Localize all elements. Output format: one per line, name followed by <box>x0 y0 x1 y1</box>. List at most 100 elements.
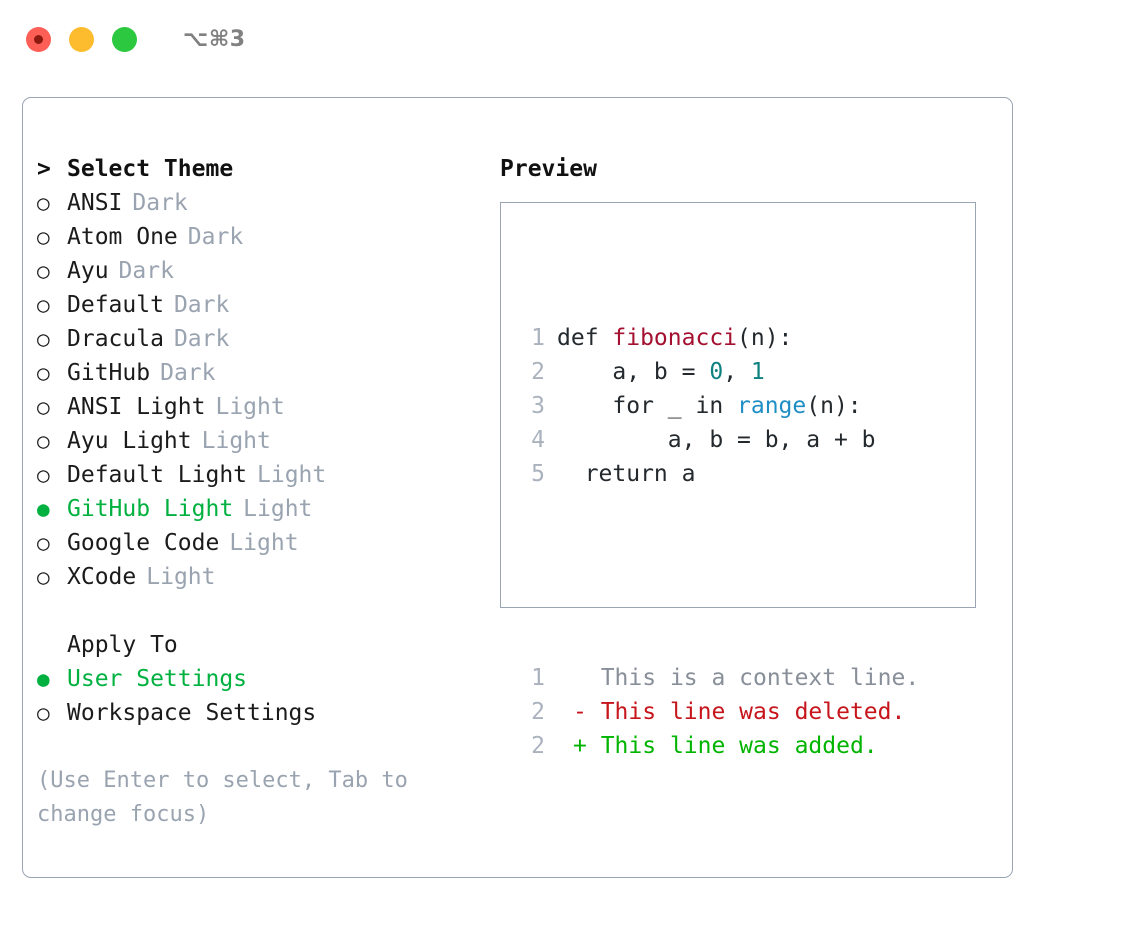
code-token-plain: , <box>723 359 751 385</box>
theme-list-item[interactable]: ○ ANSI Dark <box>37 186 487 220</box>
apply-to-option[interactable]: ○Workspace Settings <box>37 696 487 730</box>
radio-unselected-icon: ○ <box>37 701 50 725</box>
theme-list-item[interactable]: ○ ANSI Light Light <box>37 390 487 424</box>
theme-item-label: ANSI <box>67 190 123 216</box>
radio-unselected-icon: ○ <box>37 395 50 419</box>
radio-unselected-icon: ○ <box>37 361 50 385</box>
theme-item-label: GitHub <box>67 360 151 386</box>
code-line: 3 for _ in range(n): <box>519 389 919 423</box>
apply-to-group: Apply To ●User Settings○Workspace Settin… <box>37 628 487 730</box>
theme-item-category: Dark <box>132 190 188 216</box>
radio-selected-icon: ● <box>37 667 50 691</box>
theme-list-item[interactable]: ○ GitHub Dark <box>37 356 487 390</box>
code-token-plain: a, b = b, a + b <box>557 427 876 453</box>
theme-list-item[interactable]: ○ XCode Light <box>37 560 487 594</box>
theme-item-label: XCode <box>67 564 137 590</box>
radio-unselected-icon: ○ <box>37 327 50 351</box>
diff-lines: 1 This is a context line. 2 - This line wa… <box>519 661 919 763</box>
minimize-button[interactable] <box>69 26 94 52</box>
theme-list-item[interactable]: ○ Ayu Light Light <box>37 424 487 458</box>
keyboard-shortcut-label: ⌥⌘3 <box>183 26 246 52</box>
radio-selected-icon: ● <box>37 497 50 521</box>
radio-unselected-icon: ○ <box>37 191 50 215</box>
theme-item-category: Dark <box>118 258 174 284</box>
theme-item-category: Dark <box>173 326 230 352</box>
code-line-text: for _ in range(n): <box>557 389 862 423</box>
theme-item-category: Light <box>257 462 327 488</box>
theme-item-category: Light <box>201 428 271 454</box>
theme-list-item[interactable]: ○ Ayu Dark <box>37 254 487 288</box>
code-token-plain: a, b = <box>557 359 710 385</box>
theme-item-label: Google Code <box>67 530 220 556</box>
maximize-button[interactable] <box>112 26 137 52</box>
apply-to-option[interactable]: ● User Settings <box>37 662 487 696</box>
preview-title: Preview <box>500 156 597 182</box>
theme-item-label: ANSI Light <box>67 394 206 420</box>
diff-line: 2 - This line was deleted. <box>519 695 919 729</box>
diff-marker: + <box>573 733 587 759</box>
theme-item-category: Dark <box>173 292 230 318</box>
theme-item-label: Default Light <box>67 462 248 488</box>
code-line-text: return a <box>557 457 696 491</box>
code-line-text: def fibonacci(n): <box>557 321 792 355</box>
radio-unselected-icon: ○ <box>37 293 50 317</box>
theme-list-header: > Select Theme <box>37 152 487 186</box>
theme-item-category: Light <box>229 530 299 556</box>
close-icon <box>34 34 43 44</box>
code-line-number: 4 <box>531 427 545 453</box>
theme-list-item[interactable]: ○ Google Code Light <box>37 526 487 560</box>
theme-item-category: Dark <box>160 360 216 386</box>
code-token-builtin: range <box>737 393 807 419</box>
code-token-num: 1 <box>750 359 765 385</box>
close-button[interactable] <box>26 26 51 52</box>
theme-item-category: Light <box>243 496 313 522</box>
code-token-plain: (n): <box>806 393 862 419</box>
diff-line-number: 2 <box>531 699 545 725</box>
theme-item-label: Dracula <box>67 326 164 352</box>
theme-list-item[interactable]: ○ Default Dark <box>37 288 487 322</box>
radio-unselected-icon: ○ <box>37 225 50 249</box>
diff-line-number: 1 <box>531 665 545 691</box>
diff-line: 2+ This line was added. <box>519 729 919 763</box>
theme-list-header-label: Select Theme <box>67 156 234 182</box>
code-token-plain: for _ in <box>557 393 738 419</box>
diff-line-text: This line was deleted. <box>586 699 906 725</box>
diff-marker: - <box>573 699 587 725</box>
title-bar: ⌥⌘3 <box>0 0 1140 78</box>
code-line-text: a, b = b, a + b <box>557 423 876 457</box>
code-line-number: 1 <box>531 325 545 351</box>
theme-item-label: Ayu <box>67 258 109 284</box>
radio-unselected-icon: ○ <box>37 429 50 453</box>
apply-to-option-label: User Settings <box>67 666 248 692</box>
apply-to-options: ● User Settings ○Workspace Settings <box>37 662 487 730</box>
diff-line-text: This line was added. <box>586 733 878 759</box>
diff-marker <box>573 661 587 695</box>
code-token-plain: (n): <box>737 325 793 351</box>
radio-unselected-icon: ○ <box>37 531 50 555</box>
theme-item-label: Default <box>67 292 164 318</box>
list-spacer <box>37 594 487 628</box>
theme-item-category: Light <box>146 564 216 590</box>
theme-item-label: Ayu Light <box>67 428 192 454</box>
window-controls <box>26 26 137 52</box>
theme-list-item[interactable]: ○ Dracula Dark <box>37 322 487 356</box>
diff-line: 1 This is a context line. <box>519 661 919 695</box>
code-token-plain: def <box>557 325 613 351</box>
code-line: 4 a, b = b, a + b <box>519 423 919 457</box>
code-token-fn: fibonacci <box>612 325 738 351</box>
radio-unselected-icon: ○ <box>37 565 50 589</box>
code-token-num: 0 <box>709 359 724 385</box>
theme-item-category: Light <box>215 394 285 420</box>
code-line-text: a, b = 0, 1 <box>557 355 765 389</box>
radio-unselected-icon: ○ <box>37 259 50 283</box>
